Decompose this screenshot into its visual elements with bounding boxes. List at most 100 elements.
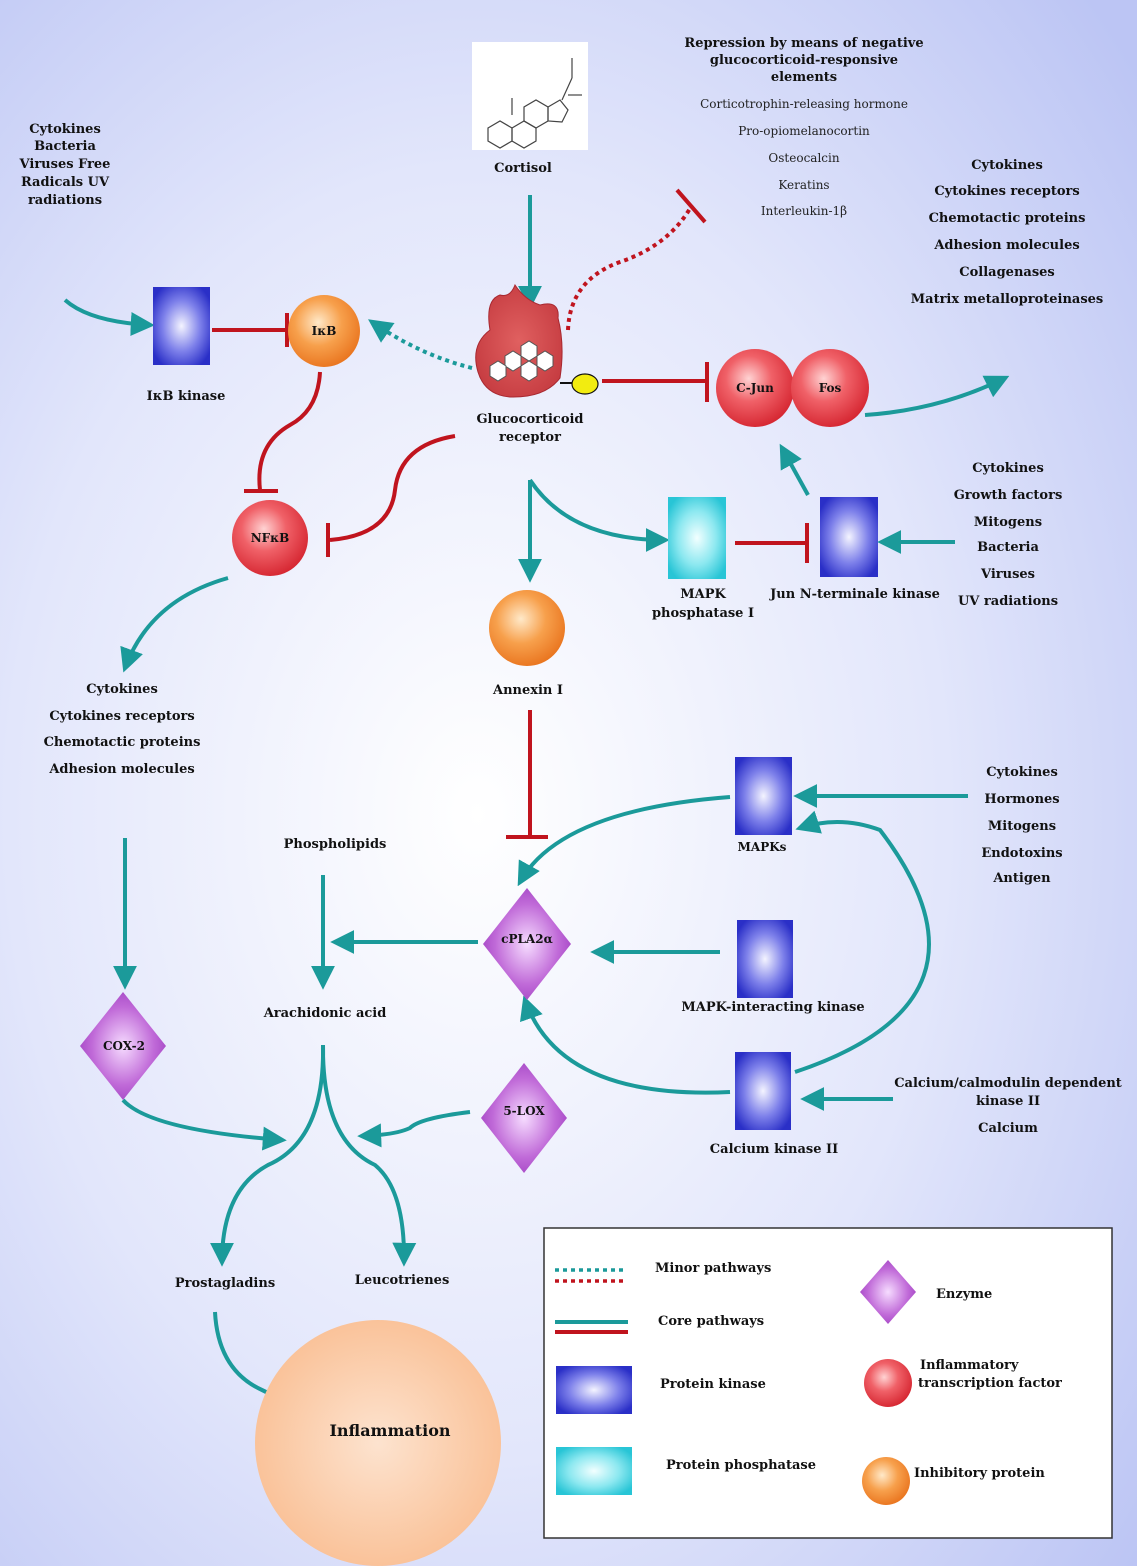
legend-transcription-label-1: Inflammatory xyxy=(920,1358,1019,1373)
stimulus-item: Radicals UV xyxy=(21,175,110,190)
5lox-node xyxy=(481,1063,567,1173)
stimulus-item: kinase II xyxy=(976,1094,1040,1109)
stimuli-right-mid: Cytokines Growth factors Mitogens Bacter… xyxy=(954,461,1063,609)
legend-enzyme-swatch xyxy=(860,1260,916,1324)
arrow-gr-to-ikb-minor xyxy=(368,319,473,370)
annexin-label: Annexin I xyxy=(492,683,563,698)
repression-title-line-1: Repression by means of negative xyxy=(684,36,923,51)
gene-item: Pro-opiomelanocortin xyxy=(738,124,870,138)
legend: Minor pathways Core pathways Protein kin… xyxy=(543,1227,1113,1539)
gene-product-item: Cytokines receptors xyxy=(49,709,194,724)
gene-product-item: Chemotactic proteins xyxy=(929,211,1086,226)
legend-enzyme-label: Enzyme xyxy=(936,1287,992,1302)
stimulus-item: Calcium xyxy=(978,1121,1038,1136)
ikb-kinase-label: IκB kinase xyxy=(147,389,226,404)
arrow-5lox-to-junction xyxy=(357,1110,471,1148)
stimulus-item: Mitogens xyxy=(974,515,1042,530)
annexin-node xyxy=(489,590,565,666)
stimulus-item: Bacteria xyxy=(34,139,96,154)
5lox-label: 5-LOX xyxy=(503,1104,545,1118)
gene-item: Corticotrophin-releasing hormone xyxy=(700,97,908,111)
repression-title: Repression by means of negative glucocor… xyxy=(684,36,923,85)
inhibit-ikb-nfkb xyxy=(257,371,322,491)
stimulus-item: Calcium/calmodulin dependent xyxy=(894,1076,1122,1091)
cox2-node xyxy=(80,992,166,1100)
legend-transcription-swatch xyxy=(864,1359,912,1407)
gene-product-item: Cytokines xyxy=(86,682,158,697)
gr-label-line-2: receptor xyxy=(499,430,561,445)
steroid-rings-icon xyxy=(487,58,582,149)
arrow-jnk-to-cjun xyxy=(779,443,810,496)
mapk-phosphatase-node xyxy=(668,497,726,579)
arrow-nfkb-to-genes xyxy=(120,576,229,673)
stimulus-item: Mitogens xyxy=(988,819,1056,834)
legend-inhibitory-swatch xyxy=(862,1457,910,1505)
arrow-gr-to-mapk-phosphatase xyxy=(528,478,670,552)
genes-left-mid: Cytokines Cytokines receptors Chemotacti… xyxy=(44,682,201,777)
cortisol-label: Cortisol xyxy=(494,161,552,176)
genes-right-top: Cytokines Cytokines receptors Chemotacti… xyxy=(911,158,1104,307)
ikb-node xyxy=(288,295,360,367)
mapk-phosphatase-label-2: phosphatase I xyxy=(652,606,754,621)
mapks-label: MAPKs xyxy=(738,840,787,854)
inflammation-node xyxy=(255,1320,501,1566)
cortisol-structure xyxy=(472,42,588,150)
legend-core-label: Core pathways xyxy=(658,1314,764,1329)
legend-minor-label: Minor pathways xyxy=(655,1261,771,1276)
arrow-calcium-kinase-to-cpla2 xyxy=(520,995,731,1095)
legend-phosphatase-label: Protein phosphatase xyxy=(666,1458,816,1473)
stimulus-item: UV radiations xyxy=(958,594,1058,609)
cpla2-label: cPLA2α xyxy=(501,932,553,946)
stimulus-item: Viruses Free xyxy=(19,157,111,172)
calcium-kinase-node xyxy=(735,1052,791,1130)
inhibit-gr-nfkb xyxy=(329,434,456,542)
ikb-label: IκB xyxy=(312,324,337,338)
gene-product-item: Adhesion molecules xyxy=(48,762,194,777)
fos-node xyxy=(791,349,869,427)
arrow-cox2-to-junction xyxy=(121,1098,287,1151)
arrow-calcium-kinase-to-mapks xyxy=(794,810,931,1074)
stimuli-left-top: Cytokines Bacteria Viruses Free Radicals… xyxy=(19,122,111,208)
mapk-phosphatase-label-1: MAPK xyxy=(680,587,726,602)
repressed-genes-list: Corticotrophin-releasing hormone Pro-opi… xyxy=(700,97,908,218)
cjun-node xyxy=(716,349,794,427)
jnk-node xyxy=(820,497,878,577)
gene-item: Interleukin-1β xyxy=(761,204,847,218)
stimulus-item: Hormones xyxy=(984,792,1059,807)
cjun-label: C-Jun xyxy=(736,381,774,395)
fos-label: Fos xyxy=(819,381,842,395)
inhibit-bar-genes xyxy=(675,188,707,224)
arrow-stimuli-to-ikb-kinase xyxy=(63,298,155,337)
gene-product-item: Collagenases xyxy=(959,265,1054,280)
legend-box xyxy=(543,1227,1113,1539)
legend-kinase-swatch xyxy=(556,1366,632,1414)
legend-kinase-label: Protein kinase xyxy=(660,1377,766,1392)
stimulus-item: Cytokines xyxy=(972,461,1044,476)
cortisol-image-frame xyxy=(472,42,588,150)
legend-phosphatase-swatch xyxy=(556,1447,632,1495)
legend-transcription-label-2: transcription factor xyxy=(918,1376,1062,1391)
stimulus-item: Viruses xyxy=(980,567,1035,582)
gene-item: Keratins xyxy=(778,178,829,192)
repression-title-line-2: glucocorticoid-responsive xyxy=(710,53,898,68)
legend-inhibitory-label: Inhibitory protein xyxy=(914,1466,1045,1481)
glucocorticoid-receptor-node xyxy=(475,283,599,398)
gene-product-item: Cytokines xyxy=(971,158,1043,173)
leucotrienes-label: Leucotrienes xyxy=(355,1273,450,1288)
gr-label-line-1: Glucocorticoid xyxy=(476,412,583,427)
inhibit-gr-genes-minor xyxy=(566,204,694,331)
stimulus-item: Growth factors xyxy=(954,488,1063,503)
gene-product-item: Chemotactic proteins xyxy=(44,735,201,750)
mapk-interacting-kinase-node xyxy=(737,920,793,998)
pathway-lines xyxy=(63,188,1010,1440)
calcium-inputs: Calcium/calmodulin dependent kinase II C… xyxy=(894,1076,1122,1136)
gene-product-item: Adhesion molecules xyxy=(933,238,1079,253)
stimulus-item: Cytokines xyxy=(986,765,1058,780)
jnk-label: Jun N-terminale kinase xyxy=(769,587,940,602)
stimuli-right-lower: Cytokines Hormones Mitogens Endotoxins A… xyxy=(981,765,1062,886)
nfkb-label: NFκB xyxy=(251,531,290,545)
inflammation-label: Inflammation xyxy=(329,1421,450,1440)
cox2-label: COX-2 xyxy=(103,1039,145,1053)
arachidonic-acid-label: Arachidonic acid xyxy=(263,1006,387,1021)
